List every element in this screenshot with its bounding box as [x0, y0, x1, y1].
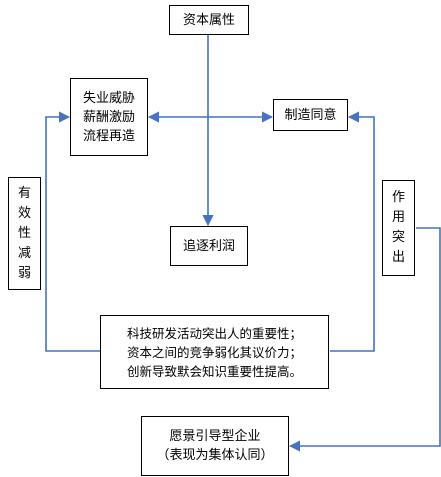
capital-attribute-box: 资本属性 — [169, 5, 249, 35]
tech-line-1: 科技研发活动突出人的重要性； — [126, 325, 302, 341]
effectiveness-char-5: 弱 — [17, 265, 31, 281]
tech-rd-box: 科技研发活动突出人的重要性； 资本之间的竞争弱化其议价力； 创新导致默会知识重要… — [100, 315, 329, 389]
consent-label: 制造同意 — [284, 107, 337, 123]
profit-box: 追逐利润 — [170, 226, 248, 266]
consent-box: 制造同意 — [273, 99, 348, 131]
threat-line-2: 薪酬激励 — [82, 109, 135, 125]
threat-line-1: 失业威胁 — [82, 90, 135, 106]
role-char-2: 用 — [391, 210, 405, 225]
effectiveness-weakened-box: 有 效 性 减 弱 — [8, 177, 41, 290]
vision-line-2: （表现为集体认同） — [156, 448, 274, 463]
arrow-tech-to-consent — [330, 111, 375, 352]
tech-line-2: 资本之间的竞争弱化其议价力； — [126, 344, 302, 360]
effectiveness-char-4: 减 — [17, 245, 31, 261]
arrow-role-to-vision — [288, 227, 441, 452]
role-emphasized-box: 作 用 突 出 — [382, 180, 415, 276]
effectiveness-char-2: 效 — [17, 205, 31, 221]
effectiveness-char-3: 性 — [17, 225, 31, 241]
threat-incentive-box: 失业威胁 薪酬激励 流程再造 — [70, 78, 148, 156]
tech-line-3: 创新导致默会知识重要性提高。 — [126, 363, 302, 379]
threat-line-3: 流程再造 — [82, 128, 135, 144]
vision-enterprise-box: 愿景引导型企业 （表现为集体认同） — [141, 416, 289, 476]
effectiveness-char-1: 有 — [17, 185, 31, 201]
role-char-4: 出 — [391, 250, 405, 265]
arrow-tech-to-threat — [45, 111, 100, 352]
profit-label: 追逐利润 — [182, 238, 235, 254]
capital-attribute-label: 资本属性 — [182, 12, 235, 28]
role-char-3: 突 — [391, 230, 405, 245]
vision-line-1: 愿景引导型企业 — [169, 429, 261, 444]
role-char-1: 作 — [391, 190, 405, 205]
